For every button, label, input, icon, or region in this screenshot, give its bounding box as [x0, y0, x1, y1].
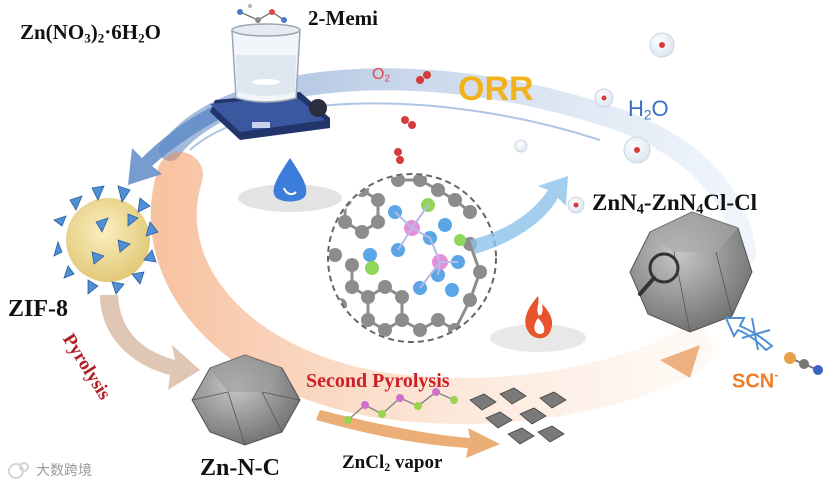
watermark-logo-icon	[8, 462, 29, 479]
h2o-label: H2O	[628, 96, 669, 123]
zn-n-c-label: Zn-N-C	[200, 455, 281, 481]
synthesis-arrow	[128, 105, 222, 185]
zif8-particle	[53, 185, 159, 295]
zif8-label: ZIF-8	[8, 296, 68, 322]
zncl2-vapor-label: ZnCl2 vapor	[342, 452, 443, 474]
second-pyrolysis-label: Second Pyrolysis	[306, 370, 450, 392]
orr-label: ORR	[458, 70, 534, 108]
magnifier-icon	[638, 252, 680, 296]
magnetic-stirrer	[210, 92, 330, 140]
scn-label: SCN-	[732, 368, 779, 393]
chain-molecule	[344, 388, 458, 424]
zinc-nitrate-label: Zn(NO3)2·6H2O	[20, 20, 161, 46]
blocked-arrow-icon	[724, 317, 774, 352]
o2-label: O2	[372, 66, 390, 85]
flame-icon	[490, 296, 586, 352]
beaker	[231, 23, 301, 103]
product-particle	[629, 211, 753, 333]
pyrolysis-arrow	[100, 295, 200, 390]
zncl2-cubes	[469, 387, 567, 445]
memi-label: 2-Memi	[308, 6, 378, 30]
zn-n-c-particle	[191, 354, 301, 446]
memi-molecule-icon	[237, 3, 287, 23]
scn-molecule	[784, 352, 823, 375]
o2-molecules	[394, 71, 431, 164]
water-drop-icon	[238, 158, 342, 212]
h2o-bubbles	[514, 32, 675, 214]
orr-product-arrow	[470, 176, 568, 254]
watermark-text: 大数跨境	[36, 462, 92, 478]
zncl2-vapor-arrow	[316, 410, 500, 458]
product-label: ZnN4-ZnN4Cl-Cl	[592, 190, 758, 218]
atomic-structure-inset	[327, 173, 497, 343]
